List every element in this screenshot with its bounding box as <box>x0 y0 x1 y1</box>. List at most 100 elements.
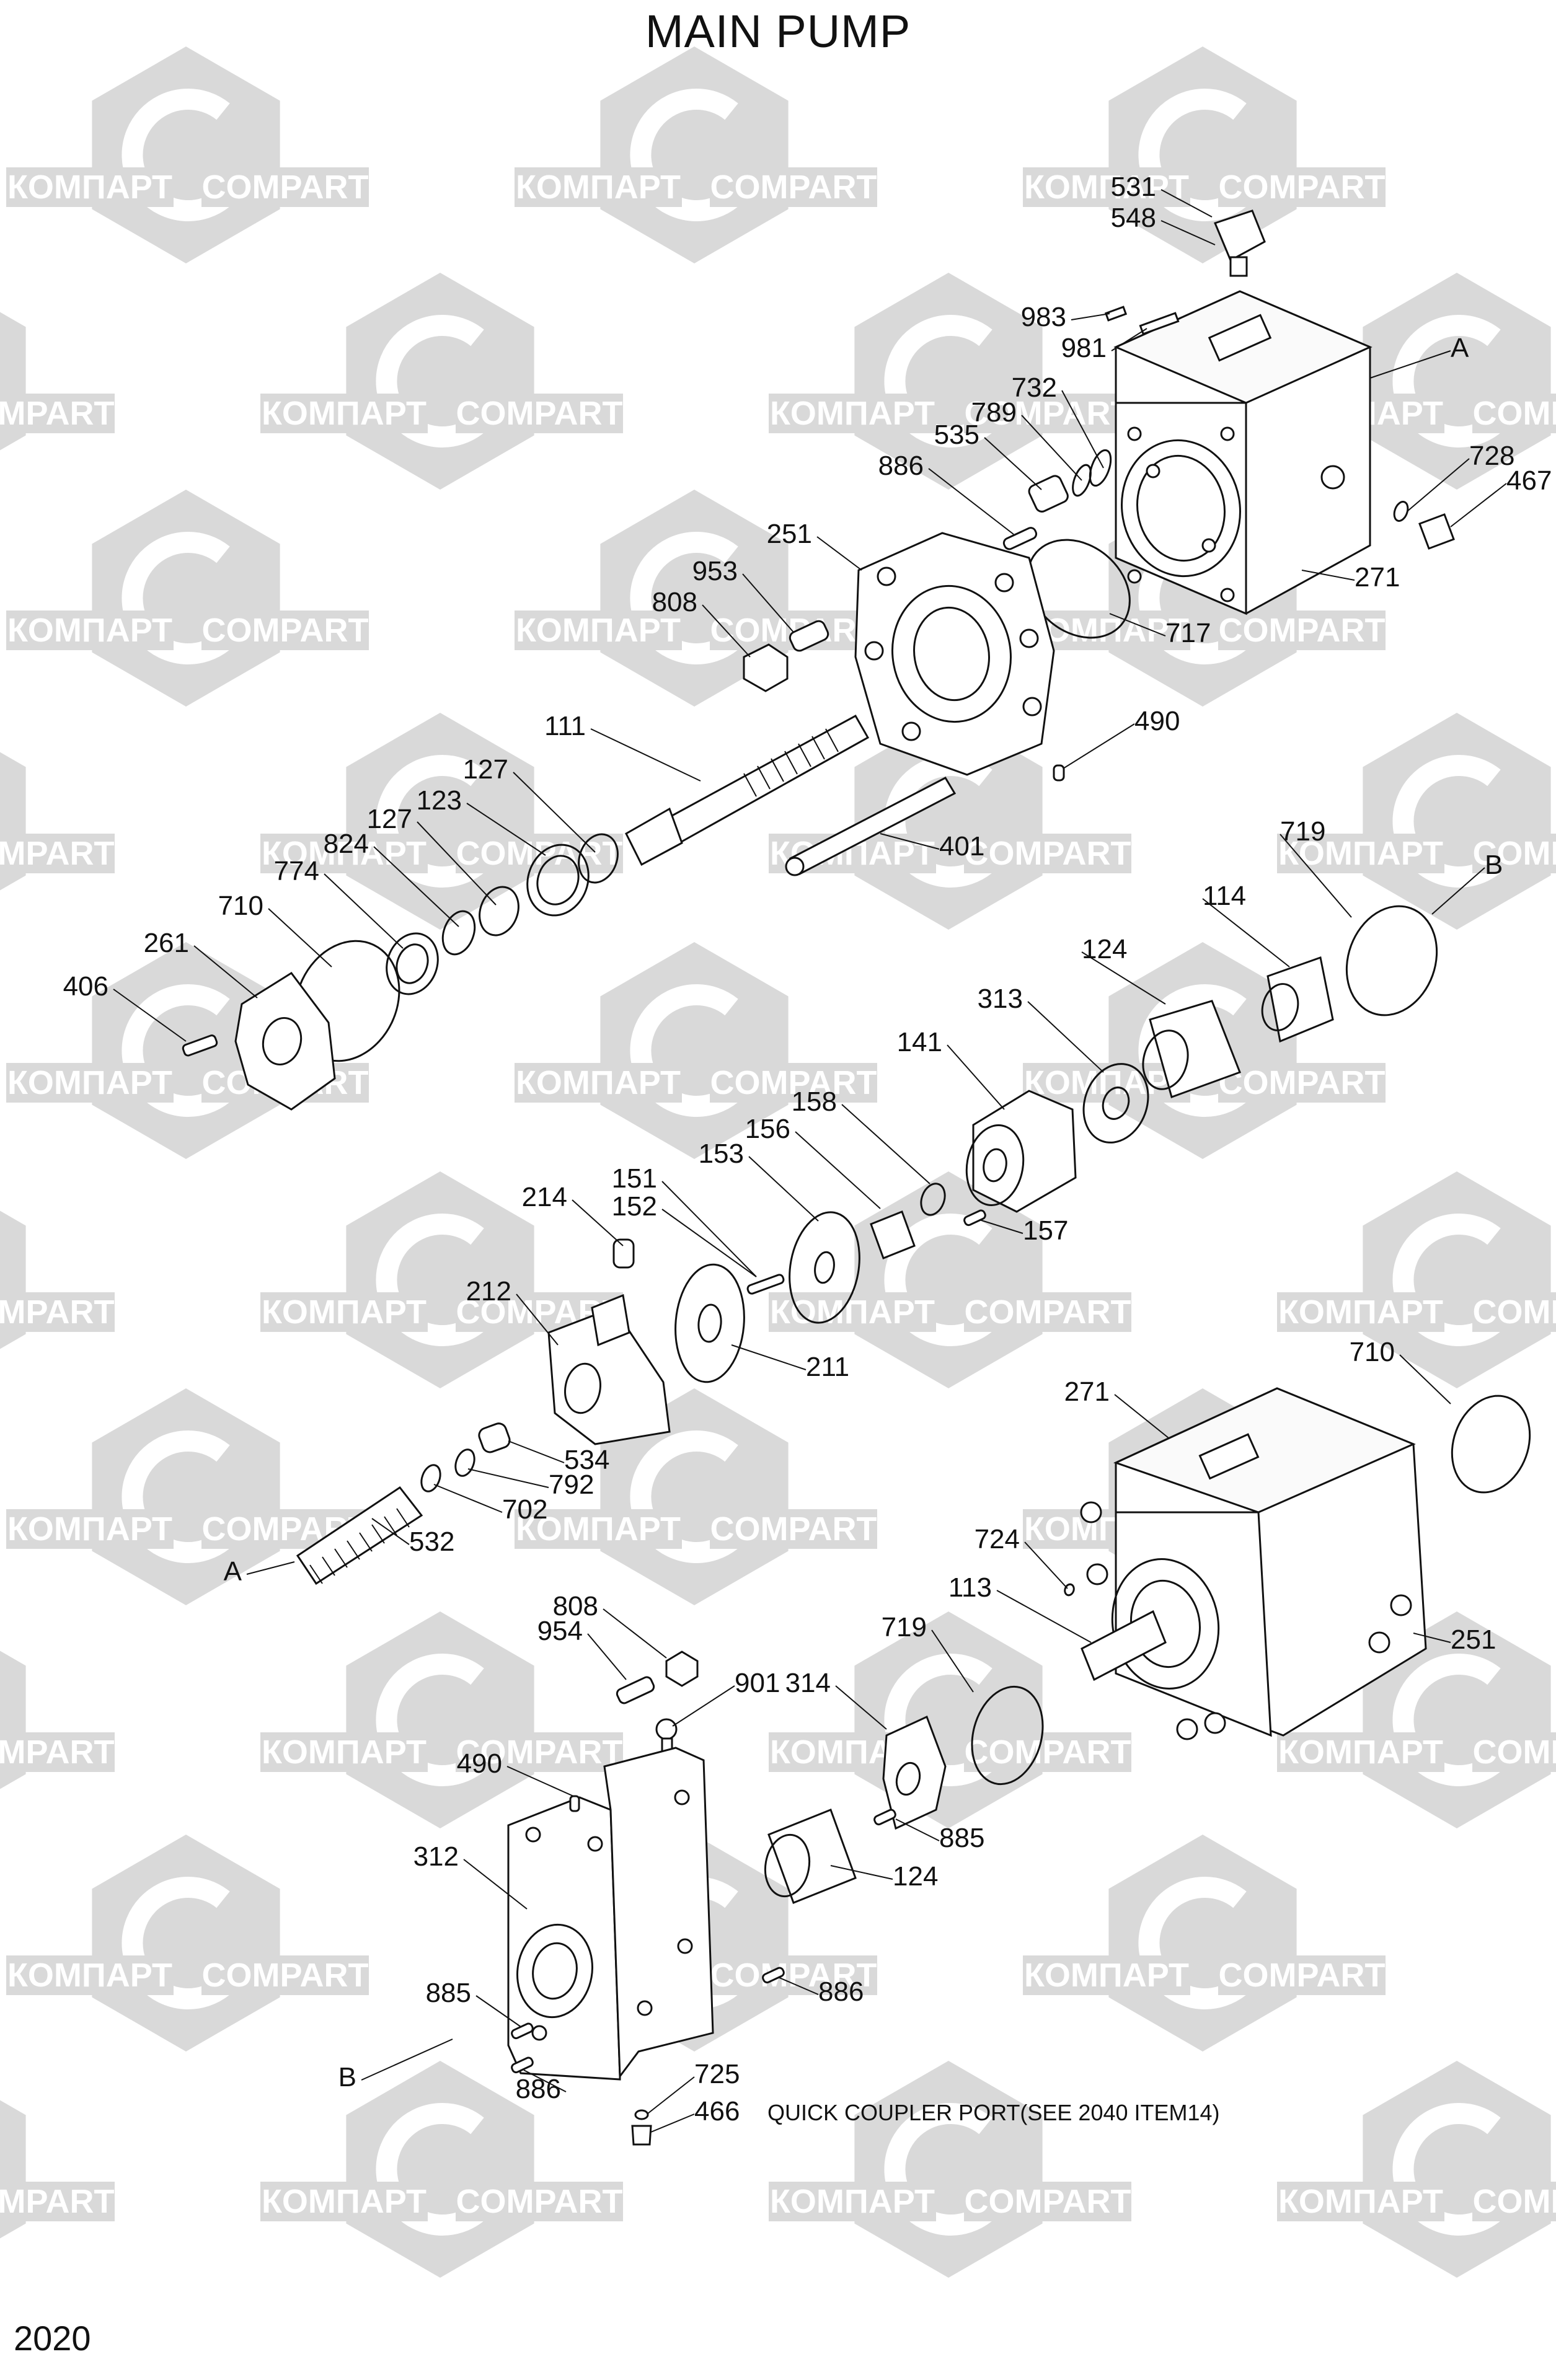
stud <box>1080 1501 1102 1523</box>
cover-261 <box>234 971 336 1111</box>
watermark-compart-bar <box>1472 2182 1556 2221</box>
watermark-kompart-bar <box>769 2182 936 2221</box>
leader-line <box>268 908 332 967</box>
part-label: 808 <box>652 587 697 617</box>
leader-line <box>513 772 596 853</box>
leader-line <box>1407 458 1470 512</box>
watermark-hexagon <box>92 490 280 707</box>
part-label: B <box>1485 850 1503 880</box>
watermark-compart-text: COMPART <box>0 2183 114 2220</box>
watermark-hexagon <box>1363 2061 1551 2278</box>
pin-885 <box>873 1809 896 1826</box>
bolt-hole <box>587 1836 603 1852</box>
stud <box>1086 1563 1108 1585</box>
eye-bolt-901 <box>655 1718 678 1740</box>
o-ring-710-lower <box>1451 1395 1531 1494</box>
watermark-c-mark <box>1138 984 1247 1117</box>
shaft-spline <box>743 773 757 797</box>
part-label: 113 <box>948 1572 992 1603</box>
watermark-hexagon <box>92 46 280 263</box>
watermark-kompart-bar <box>6 1509 174 1549</box>
bolt-406 <box>182 1034 218 1057</box>
shaft-111-spline-end <box>625 807 683 866</box>
watermark-c-mark <box>630 984 738 1117</box>
shaft-113 <box>1081 1610 1167 1681</box>
watermark-c-mark <box>884 1654 992 1786</box>
watermark-hexagon <box>1108 46 1297 263</box>
watermark-compart-bar <box>1472 394 1556 433</box>
flange-251 <box>854 532 1055 776</box>
leader-line <box>1160 220 1216 245</box>
watermark-kompart-text: КОМПАРТ <box>516 1064 681 1101</box>
watermark-compart-text: COMPART <box>202 169 369 206</box>
watermark-kompart-bar <box>1277 834 1444 873</box>
part-label: 885 <box>939 1823 984 1853</box>
cylinder-124-lower <box>767 1809 857 1904</box>
leader-line <box>1301 570 1355 581</box>
shaft-532-thread <box>359 1532 373 1552</box>
o-ring-732 <box>1089 449 1112 487</box>
leader-line <box>816 536 862 571</box>
part-label: 732 <box>1012 372 1057 403</box>
bolt-hole <box>677 1938 693 1954</box>
watermark-kompart-text: КОМПАРТ <box>7 169 172 206</box>
watermark-kompart-text: КОМПАРТ <box>770 2183 935 2220</box>
o-ring-719-lower <box>971 1685 1044 1786</box>
watermark-compart-bar <box>456 394 623 433</box>
watermark-compart-bar <box>964 1292 1131 1332</box>
part-label: 261 <box>144 928 189 958</box>
cover-261-hole <box>262 1016 303 1066</box>
watermark-compart-text: COMPART <box>456 2183 623 2220</box>
plug-467 <box>1418 513 1455 550</box>
watermark-compart-bar <box>1472 834 1556 873</box>
watermark-compart-bar <box>456 834 623 873</box>
watermark-hexagon <box>346 1171 534 1388</box>
watermark-compart-bar <box>1472 1732 1556 1772</box>
watermark-compart-text: COMPART <box>1473 1734 1556 1771</box>
watermark-compart-text: COMPART <box>456 395 623 432</box>
leader-line <box>587 1633 627 1680</box>
part-label: 808 <box>553 1591 598 1621</box>
watermark-hexagon <box>854 713 1043 930</box>
leader-line <box>996 1590 1092 1643</box>
watermark-kompart-bar <box>6 167 174 207</box>
part-label: 127 <box>367 804 412 834</box>
part-label: 124 <box>893 1861 938 1892</box>
pump-assembly-port <box>1198 1433 1260 1480</box>
bolt-hole <box>1022 697 1042 716</box>
watermark-kompart-text: КОМПАРТ <box>1278 2183 1443 2220</box>
part-label: 953 <box>692 556 738 586</box>
watermark-kompart-bar <box>1277 2182 1444 2221</box>
valve-block-312 <box>603 1747 714 2079</box>
watermark-kompart-bar <box>260 1732 428 1772</box>
leader-line <box>113 989 187 1042</box>
watermark-kompart-bar <box>515 1063 682 1103</box>
watermark-kompart-bar <box>769 1292 936 1332</box>
cylinder-124-lower-end <box>764 1833 811 1898</box>
watermark-kompart-text: КОМПАРТ <box>1278 835 1443 872</box>
shaft-spline <box>771 758 784 782</box>
watermark-kompart-bar <box>1277 1292 1444 1332</box>
watermark-kompart-text: КОМПАРТ <box>7 1510 172 1548</box>
pin-983 <box>1104 306 1128 322</box>
leader-line <box>1081 951 1166 1005</box>
part-label: 490 <box>1134 706 1180 736</box>
watermark-hexagon <box>1108 1835 1297 2052</box>
watermark-c-mark <box>630 89 738 221</box>
part-label: 157 <box>1023 1215 1068 1246</box>
watermark-compart-text: COMPART <box>0 1294 114 1331</box>
leader-line <box>777 1977 819 1995</box>
nut-808 <box>743 643 789 692</box>
watermark-hexagon <box>600 490 789 707</box>
watermark-hexagon <box>92 1388 280 1605</box>
snap-ring-824 <box>441 910 476 956</box>
part-label: 789 <box>971 397 1017 428</box>
watermark-kompart-bar <box>6 1063 174 1103</box>
watermark-compart-bar <box>710 1509 877 1549</box>
shoe-plate-211 <box>674 1263 745 1383</box>
valve-block-312-side <box>507 1796 621 2081</box>
watermark-hexagon <box>1363 713 1551 930</box>
valve-plate-313-hole <box>1102 1086 1130 1120</box>
watermark-kompart-text: КОМПАРТ <box>516 1510 681 1548</box>
watermark-compart-bar <box>0 1292 115 1332</box>
